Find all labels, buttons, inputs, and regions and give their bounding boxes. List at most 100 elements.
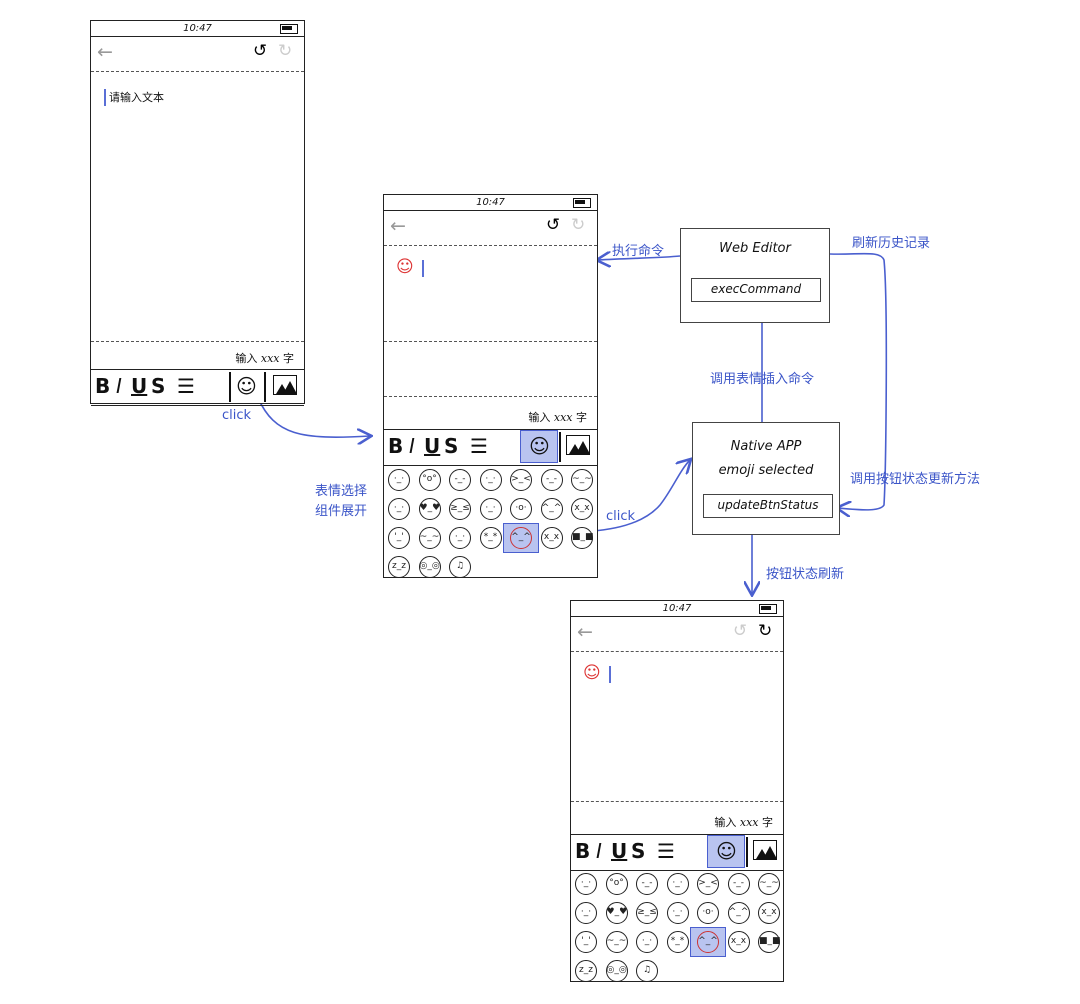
- emoji-cell-icon[interactable]: z_z: [388, 556, 410, 578]
- emoji-cell-icon[interactable]: ~_~: [418, 527, 441, 549]
- italic-button[interactable]: I: [409, 434, 415, 458]
- italic-button[interactable]: I: [116, 374, 122, 398]
- emoji-cell-icon[interactable]: ♫: [449, 556, 471, 578]
- bold-button[interactable]: B: [388, 434, 404, 458]
- status-bar: 10:47: [384, 195, 597, 211]
- emoji-cell-icon[interactable]: '_': [575, 931, 597, 953]
- emoji-cell-icon[interactable]: ■_■: [758, 931, 781, 953]
- emoji-cell-icon[interactable]: ·o·: [697, 902, 719, 924]
- list-button[interactable]: ☰: [470, 434, 488, 458]
- emoji-cell-icon[interactable]: x_x: [571, 498, 593, 520]
- toolbar-separator: [559, 432, 561, 462]
- emoji-cell-icon[interactable]: ^_^: [697, 931, 719, 953]
- strikethrough-button[interactable]: S: [631, 839, 646, 863]
- bold-button[interactable]: B: [95, 374, 111, 398]
- label-emoji-panel-expand-2: 组件展开: [315, 504, 368, 519]
- strikethrough-button[interactable]: S: [444, 434, 459, 458]
- emoji-cell-icon[interactable]: ·_·: [388, 498, 410, 520]
- emoji-cell-icon[interactable]: ≥_≤: [449, 498, 471, 520]
- emoji-cell-icon[interactable]: ·_·: [449, 527, 471, 549]
- undo-icon[interactable]: ↺: [733, 621, 748, 641]
- image-button[interactable]: [273, 375, 297, 395]
- list-button[interactable]: ☰: [657, 839, 675, 863]
- text-caret: [422, 260, 424, 277]
- emoji-cell-icon[interactable]: >_<: [697, 873, 719, 895]
- emoji-cell-icon[interactable]: x_x: [727, 931, 750, 953]
- emoji-cell-icon[interactable]: ♥_♥: [418, 498, 441, 520]
- image-button[interactable]: [566, 435, 590, 455]
- emoji-cell-icon[interactable]: ·_·: [479, 469, 502, 491]
- emoji-cell-icon[interactable]: °o°: [418, 469, 441, 491]
- back-arrow-icon[interactable]: ←: [97, 41, 113, 63]
- word-count: 输入 xxx 字: [528, 411, 587, 424]
- undo-icon[interactable]: ↺: [546, 215, 561, 235]
- underline-button[interactable]: U: [424, 434, 441, 458]
- emoji-cell-icon[interactable]: ·_·: [479, 498, 502, 520]
- bold-button[interactable]: B: [575, 839, 591, 863]
- native-app-title: Native APP: [730, 439, 802, 454]
- editor-area[interactable]: ☺: [571, 651, 783, 751]
- emoji-button-active[interactable]: [707, 835, 745, 868]
- label-button-state-refresh: 按钮状态刷新: [766, 567, 845, 582]
- emoji-cell-icon[interactable]: ~_~: [571, 469, 593, 491]
- emoji-cell-icon[interactable]: ·_·: [575, 902, 597, 924]
- underline-button[interactable]: U: [611, 839, 628, 863]
- emoji-cell-icon[interactable]: ♫: [636, 960, 658, 982]
- editor-area[interactable]: 请输入文本: [91, 71, 304, 341]
- back-arrow-icon[interactable]: ←: [577, 621, 593, 643]
- toolbar-separator: [229, 372, 231, 402]
- emoji-cell-icon[interactable]: -_-: [636, 873, 658, 895]
- emoji-cell-icon[interactable]: ^_^: [510, 527, 532, 549]
- phone-initial: 10:47 ← ↺ ↻ 请输入文本 输入 xxx 字 B I U S ☰ ☺: [90, 20, 305, 406]
- editor-divider: [571, 801, 783, 802]
- emoji-cell-icon[interactable]: ^_^: [727, 902, 750, 924]
- battery-icon: [280, 24, 298, 34]
- emoji-cell-icon[interactable]: *_*: [479, 527, 502, 549]
- label-click-toolbar: click: [222, 408, 252, 423]
- emoji-cell-icon[interactable]: ·_·: [388, 469, 410, 491]
- emoji-button-active[interactable]: [520, 430, 558, 463]
- emoji-cell-icon[interactable]: ♥_♥: [605, 902, 628, 924]
- emoji-cell-icon[interactable]: -_-: [449, 469, 471, 491]
- emoji-cell-icon[interactable]: >_<: [510, 469, 532, 491]
- editor-area[interactable]: ☺: [384, 245, 597, 345]
- back-arrow-icon[interactable]: ←: [390, 215, 406, 237]
- emoji-cell-icon[interactable]: ·_·: [636, 931, 658, 953]
- emoji-cell-icon[interactable]: -_-: [727, 873, 750, 895]
- label-execute-command: 执行命令: [612, 244, 665, 259]
- emoji-grid: ·_·°o°-_-·_·>_<-_-~_~·_·♥_♥≥_≤·_··o·^_^x…: [571, 871, 783, 982]
- emoji-cell-icon[interactable]: ≥_≤: [636, 902, 658, 924]
- emoji-cell-icon[interactable]: ·_·: [575, 873, 597, 895]
- image-button[interactable]: [753, 840, 777, 860]
- status-bar: 10:47: [571, 601, 783, 617]
- emoji-cell-icon[interactable]: °o°: [605, 873, 628, 895]
- emoji-cell-icon[interactable]: ◎_◎: [418, 556, 441, 578]
- emoji-cell-icon[interactable]: x_x: [758, 902, 780, 924]
- emoji-cell-icon[interactable]: ·_·: [666, 873, 689, 895]
- underline-button[interactable]: U: [131, 374, 148, 398]
- format-toolbar: B I U S ☰ ☺: [571, 834, 783, 871]
- redo-icon[interactable]: ↻: [758, 621, 773, 641]
- emoji-cell-icon[interactable]: ■_■: [571, 527, 594, 549]
- emoji-cell-icon[interactable]: ~_~: [758, 873, 780, 895]
- word-count: 输入 xxx 字: [714, 816, 773, 829]
- redo-icon[interactable]: ↻: [571, 215, 586, 235]
- emoji-cell-icon[interactable]: ^_^: [540, 498, 563, 520]
- count-divider: [384, 396, 597, 397]
- emoji-cell-icon[interactable]: ~_~: [605, 931, 628, 953]
- italic-button[interactable]: I: [596, 839, 602, 863]
- emoji-cell-icon[interactable]: x_x: [540, 527, 563, 549]
- emoji-button[interactable]: ☺: [236, 374, 257, 398]
- emoji-cell-icon[interactable]: ◎_◎: [605, 960, 628, 982]
- emoji-cell-icon[interactable]: *_*: [666, 931, 689, 953]
- emoji-cell-icon[interactable]: '_': [388, 527, 410, 549]
- status-bar: 10:47: [91, 21, 304, 37]
- emoji-cell-icon[interactable]: z_z: [575, 960, 597, 982]
- undo-icon[interactable]: ↺: [253, 41, 268, 61]
- emoji-cell-icon[interactable]: ·o·: [510, 498, 532, 520]
- list-button[interactable]: ☰: [177, 374, 195, 398]
- redo-icon[interactable]: ↻: [278, 41, 293, 61]
- strikethrough-button[interactable]: S: [151, 374, 166, 398]
- emoji-cell-icon[interactable]: ·_·: [666, 902, 689, 924]
- emoji-cell-icon[interactable]: -_-: [540, 469, 563, 491]
